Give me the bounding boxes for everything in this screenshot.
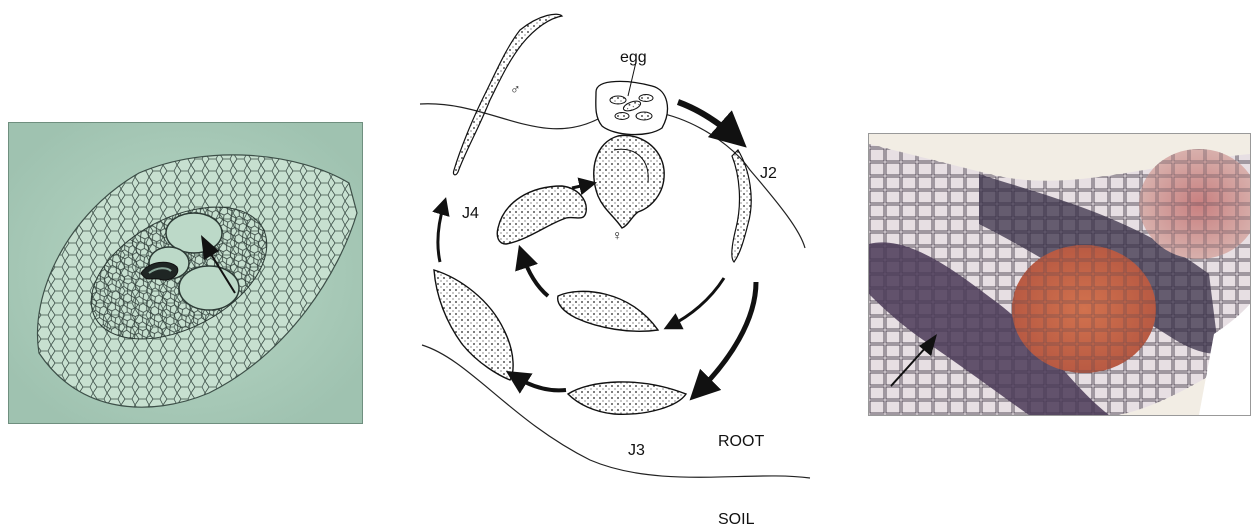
- j3-nematode: [568, 382, 686, 414]
- male-nematode: [453, 14, 562, 175]
- female-nematode: [594, 135, 664, 228]
- arrow-j2-to-juvenile: [670, 278, 724, 326]
- root-label: ROOT: [718, 433, 764, 450]
- juvenile-middle: [558, 291, 658, 331]
- stained-root-image: [869, 134, 1250, 415]
- soil-label: SOIL: [718, 511, 755, 528]
- j3-label: J3: [628, 442, 645, 459]
- arrow-to-female: [572, 184, 590, 188]
- j2-label: J2: [760, 165, 777, 182]
- male-symbol: ♂: [510, 81, 521, 97]
- arrow-j3-to-j4: [514, 376, 566, 390]
- life-cycle-diagram: ♂ egg ♀ J2 J3 J4 ROOT: [400, 0, 840, 531]
- female-symbol: ♀: [612, 227, 623, 243]
- egg-label: egg: [620, 49, 647, 66]
- j4-label: J4: [462, 205, 479, 222]
- swollen-juvenile: [497, 186, 586, 244]
- j4-nematode: [434, 270, 513, 380]
- life-cycle-drawing: ♂ egg ♀ J2 J3 J4 ROOT: [400, 0, 840, 531]
- root-section-micrograph: [8, 122, 363, 424]
- root-section-image: [9, 123, 362, 423]
- stained-root-micrograph: [868, 133, 1251, 416]
- arrow-j4-to-male: [438, 204, 444, 262]
- arrow-juvenile-to-swollen: [522, 254, 548, 296]
